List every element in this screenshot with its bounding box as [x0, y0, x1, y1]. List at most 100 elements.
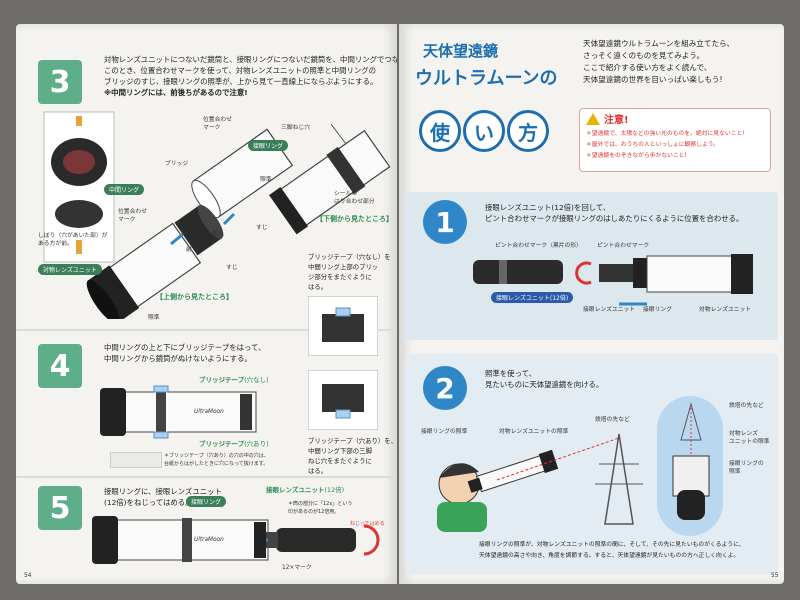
page-number-left: 54: [24, 573, 32, 579]
label-twist: ねじってはめる: [350, 521, 385, 527]
step-2-illustration: [437, 433, 643, 532]
caution-item: ＊望遠鏡をのぞきながら歩かないこと!: [586, 153, 687, 159]
step-2-line: 見たいものに天体望遠鏡を向ける。: [485, 380, 604, 389]
caution-list: ＊望遠鏡で、太陽などの強い光のものを、絶対に見ないこと! ＊屋外では、おうちの人…: [586, 129, 745, 162]
label-tape-nohole: ブリッジテープ(穴なし): [199, 374, 269, 384]
title-char-3: 方: [507, 110, 549, 152]
brand-label: UltraMoon: [194, 409, 224, 415]
label-eyepiece-ring-r: 接眼リング: [643, 307, 672, 313]
label-tower-tip-2: 鉄塔の先など: [729, 403, 764, 409]
step-4-line: 中間リングから鏡筒がぬけないようにする。: [104, 354, 252, 363]
label-eye-sight-2: 接眼リングの 照準: [729, 461, 764, 475]
label-objective-unit-r: 対物レンズユニット: [699, 307, 752, 313]
step-3-line: ブリッジのすじ、接眼リングの照準が、上から見て一直線上にならぶようにする。: [104, 77, 378, 86]
title-small: 天体望遠鏡: [423, 42, 499, 60]
step-2-number: 2: [423, 366, 467, 410]
label-eyepiece-unit-2: 接眼レンズユニット: [583, 307, 636, 313]
step-1-number: 1: [423, 200, 467, 244]
page-number-right: 55: [771, 573, 779, 579]
tape-top-detail: [308, 296, 378, 356]
label-align-mark-2: 位置合わせ マーク: [118, 209, 147, 223]
step-1-line: 接眼レンズユニット(12倍)を回して、: [485, 203, 611, 212]
caution-box: 注意! ＊望遠鏡で、太陽などの強い光のものを、絶対に見ないこと! ＊屋外では、お…: [579, 108, 771, 172]
intro-line: さっそく遠くのものを見てみよう。: [583, 51, 705, 60]
label-tape-hole: ブリッジテープ(穴あり): [199, 438, 269, 448]
step-1-line: ピント合わせマークが接眼リングのはしあたりにくるように位置を合わせる。: [485, 214, 744, 223]
step-2-bottom-text: 接眼リングの照準が、対物レンズユニットの照準の間に、そして、その先に見たいものが…: [479, 540, 745, 562]
step-3-number: 3: [38, 60, 82, 104]
label-view-below: 【下側から見たところ】: [316, 215, 393, 223]
tape-top-line: 中間リング上部のブリッ: [308, 263, 379, 271]
label-objective-unit: 対物レンズユニット: [38, 264, 102, 275]
tape-bottom-instruction: ブリッジテープ（穴あり）を、 中間リング下部の三脚 ねじ穴をまたぐように はる。: [308, 436, 397, 476]
label-eyepiece-unit-5: 接眼レンズユニット(12倍): [266, 484, 344, 494]
tape-sample: [110, 452, 162, 468]
sight-view-illustration: [672, 402, 710, 520]
step-3-illustration: [43, 111, 391, 319]
label-eyepiece-ring: 接眼リング: [248, 140, 289, 151]
tape-top-instruction: ブリッジテープ（穴なし）を 中間リング上部のブリッ ジ部分をまたぐように はる。: [308, 252, 391, 292]
label-hole-note: しぼり（穴があいた部）が ある方が前。: [38, 233, 108, 247]
warning-icon: [586, 113, 600, 125]
tape-top-line: ジ部分をまたぐように: [308, 273, 372, 281]
label-middle-ring: 中間リング: [104, 184, 145, 195]
label-three-screw-hole: 三脚ねじ穴: [281, 125, 310, 131]
divider: [16, 329, 397, 331]
caution-item: ＊望遠鏡で、太陽などの強い光のものを、絶対に見ないこと!: [586, 131, 745, 137]
tape-bottom-line: 中間リング下部の三脚: [308, 447, 372, 455]
label-bridge: ブリッジ: [165, 161, 189, 167]
step-4-tube: [100, 385, 257, 439]
label-sight-2: 照準: [148, 315, 160, 321]
step-4-note: ＊ブリッジテープ（穴あり）の穴の中の穴は、 台紙からはがしたときに穴になって抜け…: [164, 453, 269, 467]
step-3-line: 対物レンズユニットにつないだ鏡筒と、接眼リングにつないだ鏡筒を、中間リングでつな…: [104, 55, 397, 64]
tape-bottom-detail: [308, 370, 378, 430]
tape-bottom-line: ねじ穴をまたぐように: [308, 457, 372, 465]
step-5-tube: [92, 516, 269, 564]
step-3-text: 対物レンズユニットにつないだ鏡筒と、接眼リングにつないだ鏡筒を、中間リングでつな…: [104, 54, 397, 98]
title-mid: ウルトラムーンの: [415, 68, 558, 89]
label-align-mark: 位置合わせ マーク: [203, 117, 232, 131]
brand-label-5: UltraMoon: [194, 537, 224, 543]
step-2-line: 照準を使って、: [485, 369, 536, 378]
label-seal: シールの はり合わせ部分: [334, 191, 375, 205]
title-char-1: 使: [419, 110, 461, 152]
label-tower-tip: 鉄塔の先など: [595, 417, 630, 423]
divider: [16, 476, 397, 478]
tape-bottom-line: はる。: [308, 467, 328, 475]
tape-top-line: はる。: [308, 283, 328, 291]
tape-bottom-line: ブリッジテープ（穴あり）を、: [308, 437, 397, 445]
step-4-line: 中間リングの上と下にブリッジテープをはって、: [104, 343, 266, 352]
step-5-line: (12倍)をねじってはめる。: [104, 498, 193, 507]
intro-line: 天体望遠鏡の世界を目いっぱい楽しもう!: [583, 75, 723, 84]
tape-nohole-text: ブリッジテープ: [199, 376, 245, 384]
tape-nohole-sub: (穴なし): [244, 376, 269, 384]
step-5-text: 接眼リングに、接眼レンズユニット (12倍)をねじってはめる。: [104, 486, 222, 508]
label-focus-mark-2: ピント合わせマーク: [597, 243, 650, 249]
right-page: 天体望遠鏡 ウルトラムーンの 使 い 方 天体望遠鏡ウルトラムーンを組み立てたら…: [399, 24, 784, 584]
label-eyepiece-unit: 接眼レンズユニット(12倍): [491, 292, 574, 303]
caution-item: ＊屋外では、おうちの人といっしょに観察しよう。: [586, 142, 719, 148]
eyepiece-unit-sub: (12倍): [324, 486, 345, 494]
tape-hole-text: ブリッジテープ: [199, 440, 245, 448]
intro-text: 天体望遠鏡ウルトラムーンを組み立てたら、 さっそく遠くのものを見てみよう。 ここ…: [583, 38, 734, 86]
label-obj-sight: 対物レンズユニットの照準: [499, 429, 569, 435]
label-obj-sight-2: 対物レンズ ユニットの照準: [729, 431, 770, 445]
intro-line: 天体望遠鏡ウルトラムーンを組み立てたら、: [583, 39, 735, 48]
step-3-line: このとき、位置合わせマークを使って、対物レンズユニットの照準と中間リングの: [104, 66, 377, 75]
step-2-bottom-line: 接眼リングの照準が、対物レンズユニットの照準の間に、そして、その先に見たいものが…: [479, 542, 745, 548]
step-5-line: 接眼リングに、接眼レンズユニット: [104, 487, 222, 496]
eyepiece-unit-image: [266, 524, 380, 556]
label-line: すじ: [256, 225, 268, 231]
intro-line: ここで紹介する使い方をよく読んで、: [583, 63, 712, 72]
tape-hole-sub: (穴あり): [244, 440, 269, 448]
title-char-2: い: [463, 110, 505, 152]
step-3-line: ※中間リングには、前後ちがあるので注意!: [104, 88, 248, 97]
label-sight: 照準: [260, 177, 272, 183]
label-line-2: すじ: [226, 265, 238, 271]
caution-title: 注意!: [604, 115, 629, 126]
tape-top-line: ブリッジテープ（穴なし）を: [308, 253, 391, 261]
label-insert: 差込: [212, 231, 224, 237]
label-focus-mark: ピント合わせマーク（黒片の形）: [495, 243, 582, 249]
step-4-text: 中間リングの上と下にブリッジテープをはって、 中間リングから鏡筒がぬけないように…: [104, 342, 265, 364]
step-5-note: ＊筒の部分に「12x」という 印があるのが12倍用。: [288, 501, 353, 515]
